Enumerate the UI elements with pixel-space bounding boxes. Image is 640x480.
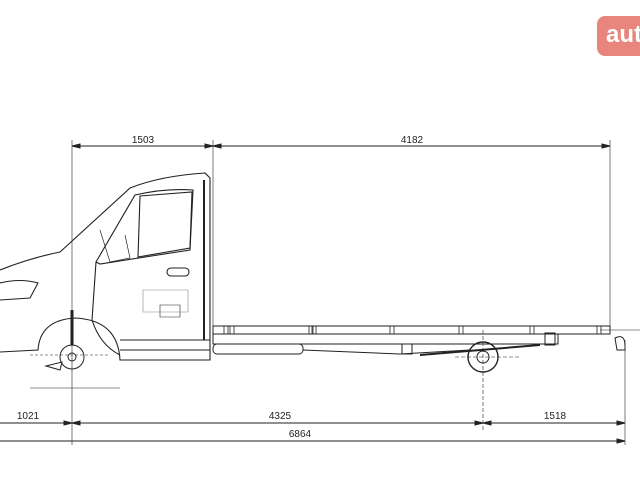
cab-outline [0,172,211,361]
brand-logo[interactable]: aut [597,16,640,56]
extension-lines [71,140,640,445]
dim-rear-overhang: 1518 [544,411,567,422]
dimension-line-overall: 6864 [0,429,626,444]
dimension-line-cab: 1503 [71,135,214,149]
dim-wheelbase: 4325 [269,411,292,422]
dimension-line-body: 4182 [212,135,611,149]
front-wheel-hub [30,310,120,389]
dim-overall-length: 6864 [289,429,312,440]
rear-wheel-hub [455,341,520,373]
dim-cab-length: 1503 [132,135,155,146]
flatbed-chassis [212,325,626,356]
dimension-line-wheelbase: 4325 [71,411,484,426]
dim-front-overhang: 1021 [17,411,40,422]
dim-body-length: 4182 [401,135,424,146]
dimension-line-rear-overhang: 1518 [482,411,626,426]
dimension-line-front-overhang: 1021 [0,411,73,426]
